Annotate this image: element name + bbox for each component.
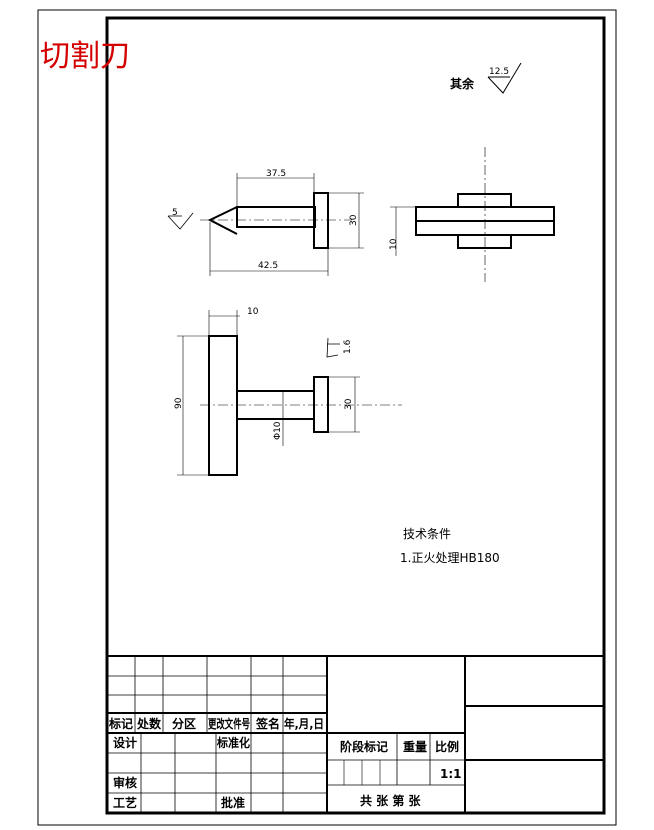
tb-col-change-doc: 更改文件号	[208, 716, 250, 731]
tb-review: 审核	[113, 775, 137, 790]
chamfer-roughness-icon	[167, 212, 194, 230]
dim-head-diameter: 30	[349, 214, 359, 226]
tb-weight: 重量	[403, 739, 427, 754]
tb-col-date: 年,月,日	[284, 716, 324, 731]
tb-stage-mark: 阶段标记	[340, 739, 388, 754]
shaft-outline	[236, 206, 316, 228]
inner-border	[105, 16, 606, 815]
title-block-labels: 标记 处数 分区 更改文件号 签名 年,月,日 设计 标准化 阶段标记 重量 比…	[108, 716, 462, 810]
roughness-symbol-icon	[487, 62, 522, 94]
title-block	[107, 655, 604, 813]
end-view: 10	[389, 147, 555, 282]
front-head	[313, 376, 329, 433]
tb-process: 工艺	[113, 795, 137, 810]
tb-design: 设计	[113, 735, 137, 750]
roughness-label: 其余	[450, 76, 475, 91]
dim-total-length: 42.5	[258, 261, 278, 271]
front-view: 10 90 30 Φ10 1.6	[174, 307, 402, 476]
dim-front-thickness: 10	[247, 307, 259, 317]
tb-col-sign: 签名	[255, 716, 280, 731]
dim-side-width: 10	[389, 238, 399, 250]
dim-front-head: 30	[344, 398, 354, 410]
tech-item-1: 1.正火处理HB180	[400, 551, 500, 565]
face-roughness-value: 1.6	[343, 339, 353, 354]
chamfer-value: 5	[172, 208, 178, 218]
tb-sheets: 共 张 第 张	[360, 793, 422, 808]
side-view: 37.5 42.5 30 5	[167, 169, 364, 276]
tb-col-zone: 分区	[172, 716, 196, 731]
tb-standardization: 标准化	[216, 735, 250, 750]
cutting-point	[207, 206, 238, 235]
drawing-title: 切割刀	[40, 39, 130, 74]
tb-col-count: 处数	[136, 716, 162, 731]
tb-scale-label: 比例	[435, 739, 459, 754]
dim-front-height: 90	[174, 397, 184, 409]
outer-border	[37, 9, 617, 826]
face-roughness-icon	[326, 337, 340, 358]
tech-heading: 技术条件	[403, 527, 451, 541]
general-roughness-note: 其余 12.5	[450, 62, 522, 94]
dim-top-length: 37.5	[266, 169, 286, 179]
dim-front-shaft: Φ10	[273, 421, 283, 440]
tb-approve: 批准	[221, 795, 245, 810]
tech-requirements: 技术条件 1.正火处理HB180	[400, 527, 500, 565]
tb-scale-value: 1:1	[440, 767, 462, 781]
plate-outline	[208, 335, 238, 476]
tb-col-mark: 标记	[108, 716, 133, 731]
head-outline	[313, 192, 329, 249]
roughness-value: 12.5	[489, 67, 509, 77]
